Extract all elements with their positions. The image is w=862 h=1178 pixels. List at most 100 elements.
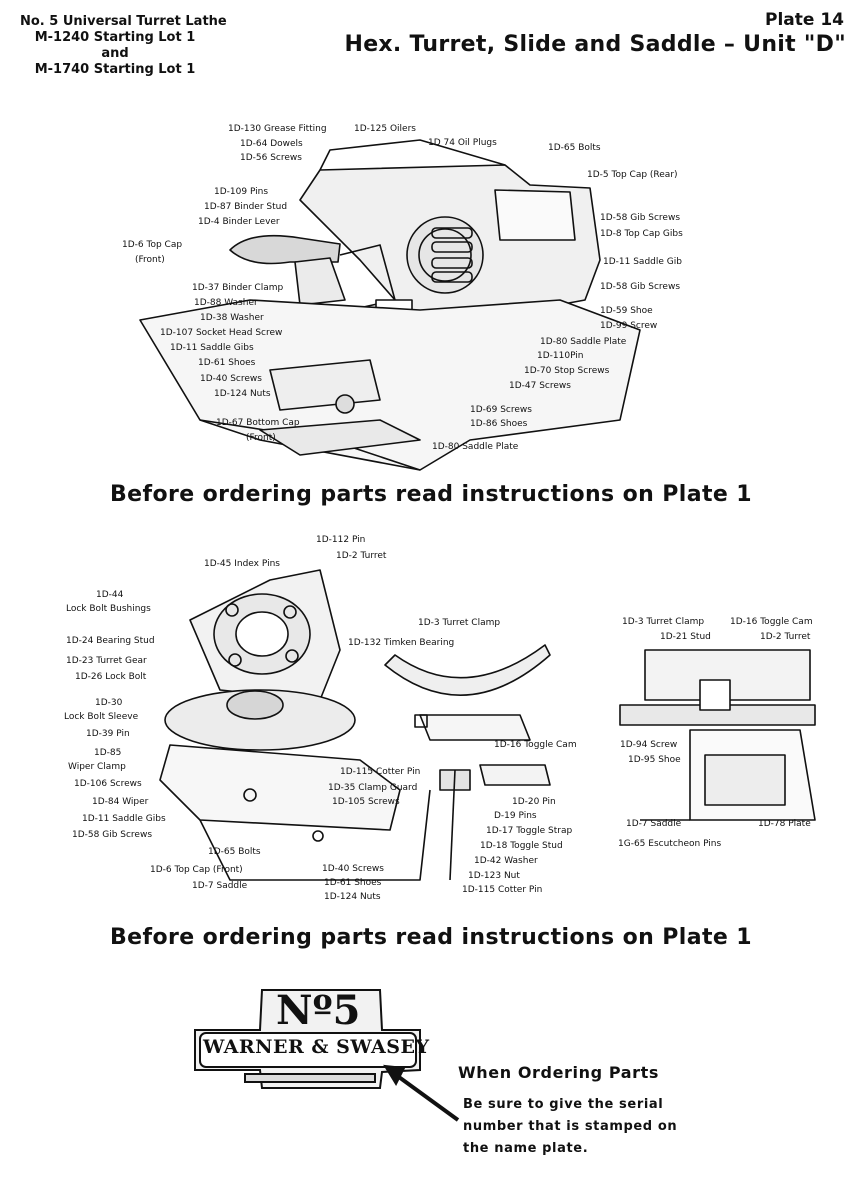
callout-label: 1D-45 Index Pins [204,559,280,569]
callout-label: 1D-106 Screws [74,779,142,789]
turret-drawing [159,569,431,881]
callout-label: 1D-58 Gib Screws [72,830,153,840]
callout-label: 1D-87 Binder Stud [204,202,288,212]
callout-label: 1D-7 Saddle [626,819,682,829]
callout-label: 1D-115 Cotter Pin [340,767,421,777]
callout-label: 1D-132 Timken Bearing [348,638,455,648]
ordering-line: the name plate. [463,1141,589,1156]
callout-label: 1D-40 Screws [322,864,384,874]
callout-label: (Front) [246,433,276,443]
callout-label: 1D-115 Cotter Pin [462,885,543,895]
callout-label: 1D-112 Pin [316,535,366,545]
callout-label: Lock Bolt Sleeve [64,712,139,722]
plate-number: Plate 14 [765,10,844,30]
ordering-line: Be sure to give the serial [463,1097,664,1112]
callout-label: 1D-110Pin [537,351,584,361]
callout-label: Wiper Clamp [68,762,126,772]
callout-label: 1D-11 Saddle Gibs [170,343,254,353]
callout-label: 1D-16 Toggle Cam [730,617,813,627]
callout-label: 1D-11 Saddle Gib [603,257,682,267]
saddle-side-view-drawing [619,649,816,821]
callout-label: 1D-44 [96,590,124,600]
callout-label: 1D-125 Oilers [354,124,416,134]
callout-label: 1D-124 Nuts [214,389,271,399]
callout-label: 1D-84 Wiper [92,797,149,807]
ordering-line: number that is stamped on [463,1119,678,1134]
turret-clamp-drawing [384,644,551,881]
callout-label: 1D-2 Turret [336,551,387,561]
callout-label: 1D-26 Lock Bolt [75,672,147,682]
callout-label: 1D-38 Washer [200,313,264,323]
turret-slide-drawing [139,139,641,471]
callout-label: 1D-6 Top Cap (Front) [150,865,243,875]
callout-label: 1D-99 Screw [600,321,658,331]
callout-label: 1D-42 Washer [474,856,538,866]
callout-label: 1D-78 Plate [758,819,811,829]
callout-label: 1D-70 Stop Screws [524,366,610,376]
callout-label: 1D-69 Screws [470,405,532,415]
callout-label: 1D-2 Turret [760,632,811,642]
callout-label: 1D-107 Socket Head Screw [160,328,283,338]
callout-label: 1D-95 Shoe [628,755,681,765]
ordering-title: When Ordering Parts [458,1063,659,1082]
callout-label: 1D-8 Top Cap Gibs [600,229,683,239]
ordering-notice: Before ordering parts read instructions … [110,482,752,507]
callout-label: 1D-47 Screws [509,381,571,391]
nameplate-number: Nº5 [276,987,361,1034]
callout-label: 1D-58 Gib Screws [600,282,681,292]
callout-label: 1D-20 Pin [512,797,556,807]
callout-label: 1D-65 Bolts [548,143,601,153]
nameplate-maker: WARNER & SWASEY [203,1036,430,1058]
header-line: M-1240 Starting Lot 1 [34,30,196,45]
callout-label: 1D-30 [95,698,123,708]
ordering-notice: Before ordering parts read instructions … [110,925,752,950]
callout-label: 1D-64 Dowels [240,139,303,149]
callout-label: 1G-65 Escutcheon Pins [618,839,722,849]
callout-label: D-19 Pins [494,811,537,821]
callout-label: 1D 74 Oil Plugs [428,138,497,148]
callout-label: (Front) [135,255,165,265]
callout-label: 1D-80 Saddle Plate [432,442,519,452]
callout-label: 1D-3 Turret Clamp [418,618,501,628]
callout-label: 1D-123 Nut [468,871,520,881]
callout-label: 1D-7 Saddle [192,881,248,891]
callout-label: 1D-4 Binder Lever [198,217,280,227]
callout-label: 1D-24 Bearing Stud [66,636,155,646]
callout-label: 1D-124 Nuts [324,892,381,902]
callout-label: 1D-39 Pin [86,729,130,739]
callout-label: 1D-11 Saddle Gibs [82,814,166,824]
callout-label: 1D-18 Toggle Stud [480,841,563,851]
callout-label: 1D-59 Shoe [600,306,653,316]
header-line: M-1740 Starting Lot 1 [34,62,196,77]
callout-label: 1D-130 Grease Fitting [228,124,327,134]
callout-label: 1D-109 Pins [214,187,269,197]
callout-label: 1D-94 Screw [620,740,678,750]
callout-label: Lock Bolt Bushings [66,604,151,614]
callout-label: 1D-37 Binder Clamp [192,283,284,293]
header-line: No. 5 Universal Turret Lathe [20,14,227,29]
callout-label: 1D-88 Washer [194,298,258,308]
plate-title: Hex. Turret, Slide and Saddle – Unit "D" [344,32,846,57]
callout-label: 1D-17 Toggle Strap [486,826,573,836]
callout-label: 1D-67 Bottom Cap [216,418,300,428]
ordering-instructions: Be sure to give the serial number that i… [463,1094,723,1160]
callout-label: 1D-23 Turret Gear [66,656,147,666]
callout-label: 1D-6 Top Cap [122,240,183,250]
plate-header-left: No. 5 Universal Turret Lathe M-1240 Star… [20,14,227,78]
callout-label: 1D-16 Toggle Cam [494,740,577,750]
callout-label: 1D-85 [94,748,122,758]
callout-label: 1D-105 Screws [332,797,400,807]
callout-label: 1D-5 Top Cap (Rear) [587,170,678,180]
callout-label: 1D-61 Shoes [198,358,256,368]
nameplate-drawing [194,989,460,1122]
callout-label: 1D-21 Stud [660,632,711,642]
callout-label: 1D-58 Gib Screws [600,213,681,223]
callout-label: 1D-56 Screws [240,153,302,163]
callout-label: 1D-35 Clamp Guard [328,783,418,793]
callout-label: 1D-80 Saddle Plate [540,337,627,347]
callout-label: 1D-61 Shoes [324,878,382,888]
callout-label: 1D-86 Shoes [470,419,528,429]
callout-label: 1D-65 Bolts [208,847,261,857]
header-line: and [101,46,129,61]
